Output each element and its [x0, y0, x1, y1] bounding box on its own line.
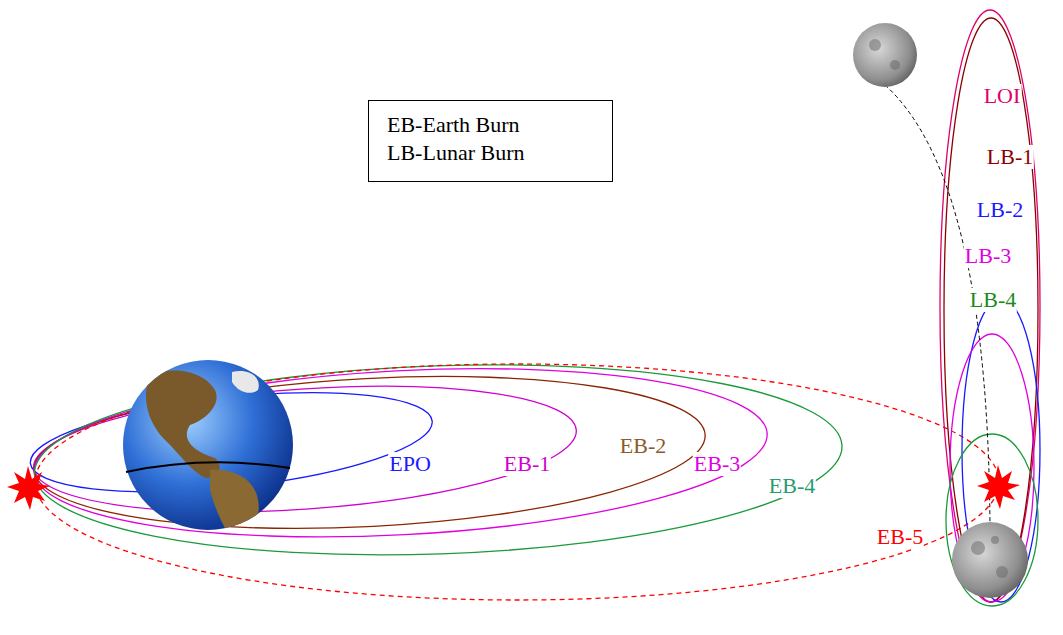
eb3-orbit	[30, 352, 772, 554]
orbit-label: EPO	[388, 452, 432, 476]
eb4-orbit	[31, 352, 845, 568]
eb1-orbit	[29, 370, 580, 528]
burn-starburst	[7, 466, 50, 510]
moon-path	[885, 85, 990, 540]
moon-crater	[991, 536, 999, 544]
lb3-orbit	[950, 334, 1034, 602]
lunar-orbits	[940, 10, 1040, 606]
lb4-orbit	[946, 434, 1038, 606]
moon-crater	[890, 60, 900, 70]
moon-lower	[952, 522, 1028, 598]
burn-starburst	[977, 465, 1020, 509]
earth	[123, 360, 293, 545]
orbit-label: EB-1	[503, 452, 551, 476]
eb2-orbit	[30, 361, 709, 544]
moon-disc	[952, 522, 1028, 598]
legend-box: EB-Earth BurnLB-Lunar Burn	[368, 100, 613, 182]
orbit-label: LB-4	[969, 288, 1017, 312]
moon-crater	[971, 541, 985, 555]
moon-crater	[996, 566, 1008, 578]
orbit-label: LOI	[983, 84, 1022, 108]
orbit-label: LB-2	[976, 198, 1024, 222]
earth-equator-line	[126, 462, 290, 472]
orbit-label: EB-3	[693, 452, 741, 476]
orbit-label: EB-5	[876, 525, 924, 549]
orbit-label: EB-2	[619, 434, 667, 458]
earth-disc	[123, 360, 293, 530]
moon-crater	[869, 39, 881, 51]
moon-disc	[853, 23, 917, 87]
continent	[210, 470, 259, 545]
moon-upper	[853, 23, 917, 87]
legend-text: LB-Lunar Burn	[387, 139, 594, 167]
orbit-label: EB-4	[768, 474, 816, 498]
legend-text: EB-Earth Burn	[387, 111, 594, 139]
continent	[232, 371, 259, 393]
lb1-orbit	[944, 18, 1038, 602]
earth-land	[146, 370, 259, 545]
earth-orbits	[26, 352, 999, 600]
orbit-label: LB-3	[964, 244, 1012, 268]
orbit-label: LB-1	[986, 145, 1034, 169]
